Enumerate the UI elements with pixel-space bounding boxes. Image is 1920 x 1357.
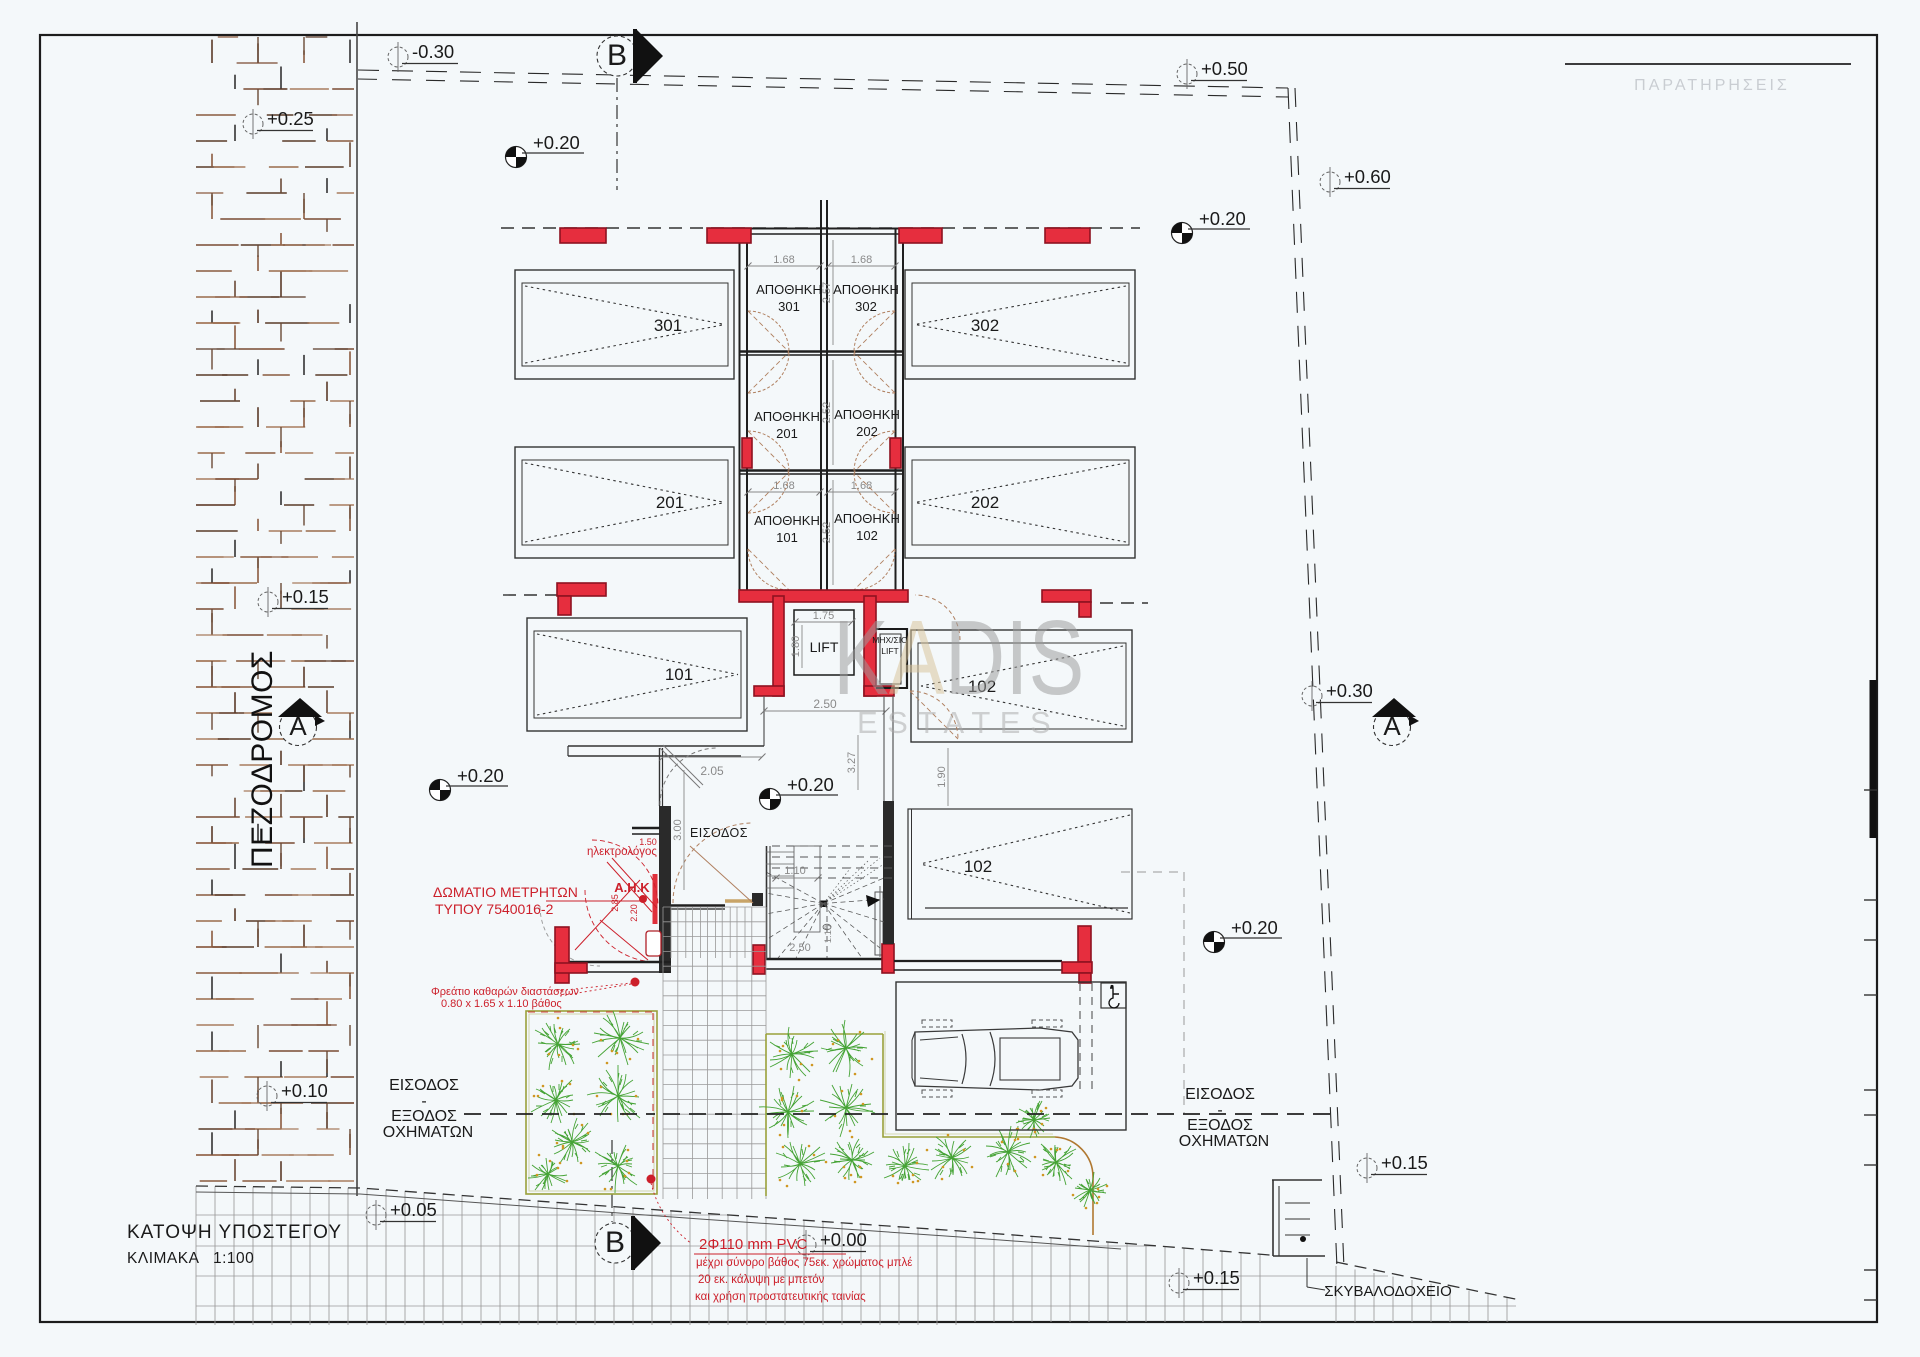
svg-text:ΑΠΟΘΗΚΗ: ΑΠΟΘΗΚΗ	[756, 282, 822, 297]
svg-text:-: -	[1217, 1102, 1222, 1119]
svg-text:1.10: 1.10	[823, 925, 834, 944]
svg-text:2.05: 2.05	[700, 764, 724, 778]
svg-text:ΜΗΧ/ΣΙΟ: ΜΗΧ/ΣΙΟ	[872, 635, 908, 645]
svg-text:2.52: 2.52	[821, 402, 833, 423]
svg-text:1.80: 1.80	[790, 636, 802, 657]
svg-text:+0.15: +0.15	[1193, 1267, 1240, 1288]
svg-text:+0.20: +0.20	[457, 765, 504, 786]
svg-text:KADIS: KADIS	[833, 600, 1084, 718]
svg-text:LIFT: LIFT	[881, 646, 898, 656]
svg-text:1.90: 1.90	[936, 766, 948, 787]
svg-text:ΑΠΟΘΗΚΗ: ΑΠΟΘΗΚΗ	[754, 513, 820, 528]
svg-text:302: 302	[971, 316, 999, 335]
svg-text:302: 302	[855, 299, 877, 314]
svg-text:+0.30: +0.30	[1326, 680, 1373, 701]
svg-text:201: 201	[776, 426, 798, 441]
svg-text:102: 102	[856, 528, 878, 543]
svg-text:101: 101	[665, 665, 693, 684]
svg-text:1:100: 1:100	[213, 1250, 254, 1267]
svg-text:+0.15: +0.15	[282, 586, 329, 607]
svg-text:301: 301	[778, 299, 800, 314]
svg-text:2.50: 2.50	[813, 697, 837, 711]
svg-text:ESTATES: ESTATES	[857, 705, 1060, 740]
svg-text:B: B	[605, 1226, 625, 1259]
svg-text:301: 301	[654, 316, 682, 335]
svg-text:ΕΞΟΔΟΣ: ΕΞΟΔΟΣ	[391, 1108, 457, 1125]
svg-text:+0.10: +0.10	[281, 1080, 328, 1101]
svg-text:+0.20: +0.20	[1231, 917, 1278, 938]
svg-text:201: 201	[656, 493, 684, 512]
svg-text:και χρήση προστατευτικής ταινί: και χρήση προστατευτικής ταινίας	[695, 1291, 866, 1303]
svg-text:Φρεάτιο καθαρών διαστάσεων: Φρεάτιο καθαρών διαστάσεων	[431, 986, 579, 998]
svg-text:-: -	[421, 1093, 426, 1110]
svg-text:+0.20: +0.20	[533, 132, 580, 153]
svg-text:ΕΙΣΟΔΟΣ: ΕΙΣΟΔΟΣ	[690, 826, 748, 840]
svg-text:202: 202	[971, 493, 999, 512]
svg-text:+0.60: +0.60	[1344, 166, 1391, 187]
svg-text:+0.15: +0.15	[1381, 1152, 1428, 1173]
svg-text:+0.20: +0.20	[787, 774, 834, 795]
svg-text:ΕΞΟΔΟΣ: ΕΞΟΔΟΣ	[1187, 1117, 1253, 1134]
svg-text:ηλεκτρολόγος: ηλεκτρολόγος	[587, 846, 657, 858]
svg-text:ΔΩΜΑΤΙΟ ΜΕΤΡΗΤΩΝ: ΔΩΜΑΤΙΟ ΜΕΤΡΗΤΩΝ	[433, 884, 578, 900]
svg-text:1.10: 1.10	[784, 865, 805, 877]
svg-text:ΕΙΣΟΔΟΣ: ΕΙΣΟΔΟΣ	[389, 1077, 459, 1094]
svg-text:202: 202	[856, 424, 878, 439]
svg-text:ΣΚΥΒΑΛΟΔΟΧΕΙΟ: ΣΚΥΒΑΛΟΔΟΧΕΙΟ	[1324, 1283, 1452, 1300]
svg-text:1.68: 1.68	[773, 480, 794, 492]
svg-text:2.52: 2.52	[821, 522, 833, 543]
svg-text:1.68: 1.68	[851, 480, 872, 492]
svg-text:-0.30: -0.30	[412, 41, 454, 62]
svg-text:A: A	[289, 711, 307, 741]
svg-text:ΑΠΟΘΗΚΗ: ΑΠΟΘΗΚΗ	[833, 282, 899, 297]
svg-text:ΤΥΠΟΥ 7540016-2: ΤΥΠΟΥ 7540016-2	[435, 901, 554, 917]
svg-text:0.80 x 1.65 x 1.10 βάθος: 0.80 x 1.65 x 1.10 βάθος	[441, 998, 562, 1010]
svg-text:101: 101	[776, 530, 798, 545]
svg-text:ΕΙΣΟΔΟΣ: ΕΙΣΟΔΟΣ	[1185, 1086, 1255, 1103]
svg-text:+0.50: +0.50	[1201, 58, 1248, 79]
svg-text:A: A	[1383, 711, 1401, 741]
svg-text:102: 102	[968, 677, 996, 696]
svg-text:3.00: 3.00	[672, 819, 684, 840]
svg-text:2.20: 2.20	[629, 904, 639, 922]
svg-text:ΑΠΟΘΗΚΗ: ΑΠΟΘΗΚΗ	[754, 409, 820, 424]
svg-text:1.68: 1.68	[773, 254, 794, 266]
svg-text:LIFT: LIFT	[810, 639, 839, 655]
svg-text:+0.00: +0.00	[820, 1229, 867, 1250]
svg-text:ΚΛΙΜΑΚΑ: ΚΛΙΜΑΚΑ	[127, 1250, 200, 1267]
svg-text:2.50: 2.50	[789, 942, 810, 954]
svg-text:102: 102	[964, 857, 992, 876]
svg-text:+0.25: +0.25	[267, 108, 314, 129]
svg-text:+0.20: +0.20	[1199, 208, 1246, 229]
svg-text:Α.Η.Κ: Α.Η.Κ	[614, 880, 650, 895]
svg-text:1.68: 1.68	[851, 254, 872, 266]
svg-text:+0.05: +0.05	[390, 1199, 437, 1220]
svg-text:ΑΠΟΘΗΚΗ: ΑΠΟΘΗΚΗ	[834, 511, 900, 526]
svg-text:ΠΕΖΟΔΡΟΜΟΣ: ΠΕΖΟΔΡΟΜΟΣ	[246, 650, 279, 868]
svg-text:ΑΠΟΘΗΚΗ: ΑΠΟΘΗΚΗ	[834, 407, 900, 422]
svg-text:ΚΑΤΟΨΗ ΥΠΟΣΤΕΓΟΥ: ΚΑΤΟΨΗ ΥΠΟΣΤΕΓΟΥ	[127, 1222, 342, 1243]
svg-text:ΟΧΗΜΑΤΩΝ: ΟΧΗΜΑΤΩΝ	[383, 1124, 473, 1141]
svg-text:2.57: 2.57	[821, 282, 833, 303]
svg-text:2Φ110 mm PVC: 2Φ110 mm PVC	[699, 1236, 808, 1253]
svg-text:ΟΧΗΜΑΤΩΝ: ΟΧΗΜΑΤΩΝ	[1179, 1133, 1269, 1150]
svg-text:1.75: 1.75	[813, 610, 834, 622]
svg-text:μέχρι σύνορο βάθος 75εκ. χρώμ: μέχρι σύνορο βάθος 75εκ. χρώματος μπλέ	[696, 1257, 912, 1269]
svg-text:20 εκ. κάλυψη με μπετόν: 20 εκ. κάλυψη με μπετόν	[698, 1274, 825, 1286]
svg-text:B: B	[607, 39, 627, 72]
svg-text:1.50: 1.50	[639, 837, 657, 847]
svg-text:ΠΑΡΑΤΗΡΗΣΕΙΣ: ΠΑΡΑΤΗΡΗΣΕΙΣ	[1634, 77, 1790, 94]
svg-text:2.85: 2.85	[610, 894, 620, 912]
svg-text:3.27: 3.27	[846, 752, 858, 773]
